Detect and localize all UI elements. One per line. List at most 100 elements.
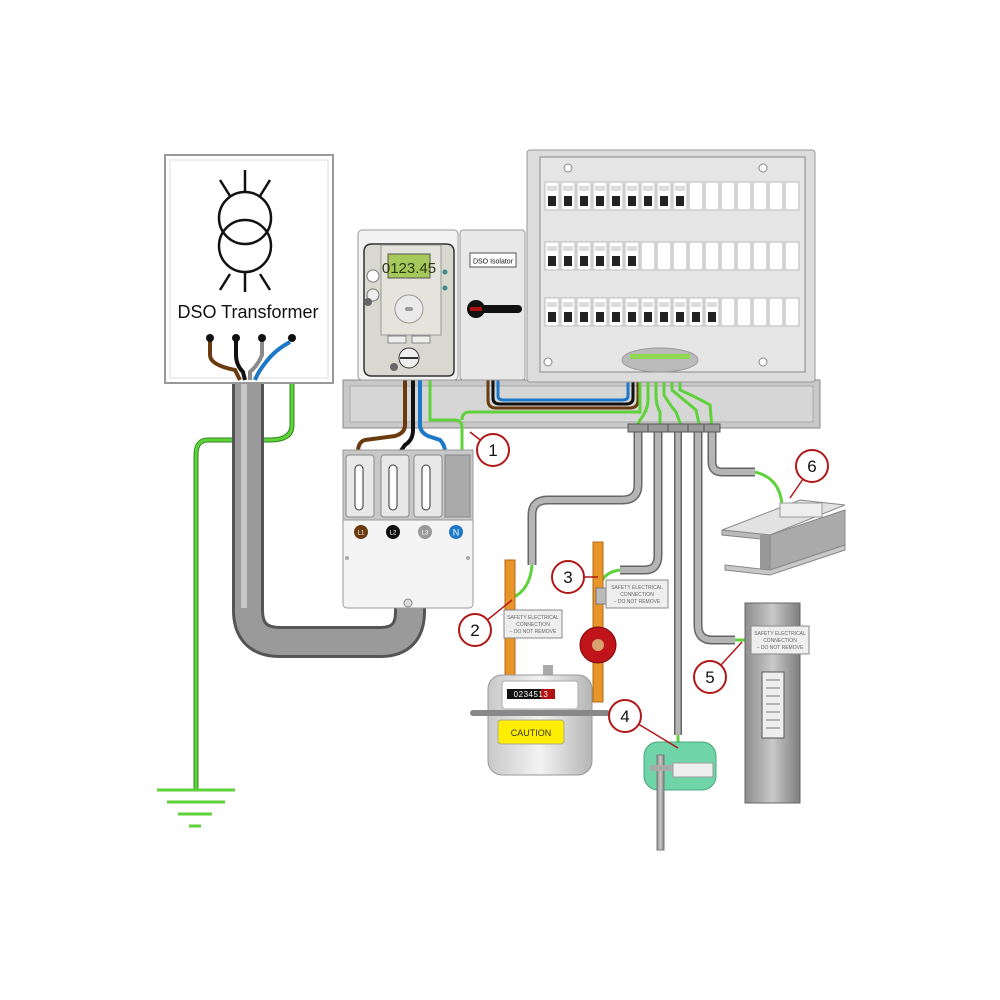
- svg-text:SAFETY ELECTRICAL: SAFETY ELECTRICAL: [754, 631, 806, 637]
- circuit-breaker[interactable]: [560, 181, 576, 211]
- circuit-breaker[interactable]: [640, 181, 656, 211]
- transformer-symbol-icon: [217, 170, 273, 292]
- circuit-breaker[interactable]: [576, 181, 592, 211]
- blank-module: [736, 241, 752, 271]
- electricity-meter: 0123.45: [357, 229, 459, 381]
- blank-module: [784, 297, 800, 327]
- callout-number: 3: [563, 568, 572, 587]
- blank-module: [640, 241, 656, 271]
- terminal-l3: L3: [422, 531, 429, 537]
- callout-4: 4: [608, 699, 679, 749]
- consumer-unit: [526, 149, 816, 383]
- circuit-breaker[interactable]: [560, 297, 576, 327]
- callout-number: 1: [488, 441, 497, 460]
- earth-bar: [621, 347, 699, 373]
- stop-valve-icon: [579, 626, 617, 664]
- svg-text:SAFETY ELECTRICAL: SAFETY ELECTRICAL: [611, 585, 663, 591]
- safety-label-water: SAFETY ELECTRICAL CONNECTION – DO NOT RE…: [605, 579, 669, 609]
- circuit-breaker[interactable]: [672, 297, 688, 327]
- svg-text:CONNECTION: CONNECTION: [763, 638, 797, 644]
- callout-3: 3: [551, 560, 598, 594]
- dso-isolator[interactable]: DSO Isolator: [459, 229, 526, 381]
- callouts: 1 2 3 4 5 6: [458, 431, 829, 749]
- blank-module: [768, 241, 784, 271]
- circuit-breaker[interactable]: [544, 181, 560, 211]
- circuit-breaker[interactable]: [624, 241, 640, 271]
- circuit-breaker[interactable]: [640, 297, 656, 327]
- ground-symbol: [157, 788, 235, 828]
- circuit-breaker[interactable]: [560, 241, 576, 271]
- blank-module: [736, 181, 752, 211]
- circuit-breaker[interactable]: [608, 241, 624, 271]
- callout-number: 6: [807, 457, 816, 476]
- svg-text:CONNECTION: CONNECTION: [516, 622, 550, 628]
- circuit-breaker[interactable]: [544, 241, 560, 271]
- blank-module: [736, 297, 752, 327]
- circuit-breaker[interactable]: [592, 297, 608, 327]
- circuit-breaker[interactable]: [576, 241, 592, 271]
- terminal-l1: L1: [358, 531, 365, 537]
- circuit-breaker[interactable]: [624, 181, 640, 211]
- blank-module: [752, 297, 768, 327]
- circuit-breaker[interactable]: [544, 297, 560, 327]
- trunking: [342, 379, 821, 429]
- conduits: [511, 423, 784, 760]
- svg-text:CONNECTION: CONNECTION: [620, 592, 654, 598]
- blank-module: [752, 181, 768, 211]
- gas-meter-reading: 0234513: [514, 690, 549, 699]
- blank-module: [704, 181, 720, 211]
- service-cutout: L1 L2 L3 N: [342, 449, 474, 609]
- blank-module: [672, 241, 688, 271]
- circuit-breaker[interactable]: [656, 181, 672, 211]
- circuit-breaker[interactable]: [592, 181, 608, 211]
- svg-text:– DO NOT REMOVE: – DO NOT REMOVE: [510, 629, 557, 635]
- svg-text:– DO NOT REMOVE: – DO NOT REMOVE: [757, 645, 804, 651]
- gas-installation: 0234513 CAUTION: [470, 559, 610, 776]
- callout-number: 2: [470, 621, 479, 640]
- meter-tails: [356, 378, 464, 454]
- isolator-label: DSO Isolator: [473, 259, 514, 266]
- safety-label-steel: SAFETY ELECTRICAL CONNECTION – DO NOT RE…: [750, 625, 810, 655]
- circuit-breaker[interactable]: [608, 181, 624, 211]
- terminal-l2: L2: [390, 531, 397, 537]
- circuit-breaker[interactable]: [592, 241, 608, 271]
- circuit-breaker[interactable]: [704, 297, 720, 327]
- isolator-handle[interactable]: [467, 300, 522, 318]
- circuit-breaker[interactable]: [656, 297, 672, 327]
- callout-6: 6: [789, 449, 829, 499]
- blank-module: [688, 181, 704, 211]
- callout-number: 4: [620, 707, 629, 726]
- circuit-breaker[interactable]: [608, 297, 624, 327]
- safety-label-gas: SAFETY ELECTRICAL CONNECTION – DO NOT RE…: [503, 609, 563, 639]
- blank-module: [768, 181, 784, 211]
- svg-text:SAFETY ELECTRICAL: SAFETY ELECTRICAL: [507, 615, 559, 621]
- transformer-label: DSO Transformer: [177, 302, 318, 322]
- blank-module: [752, 241, 768, 271]
- circuit-breaker[interactable]: [672, 181, 688, 211]
- callout-5: 5: [693, 641, 743, 694]
- meter-display: 0123.45: [382, 260, 436, 277]
- callout-2: 2: [458, 599, 513, 647]
- circuit-breaker[interactable]: [576, 297, 592, 327]
- blank-module: [784, 181, 800, 211]
- gas-meter-caution: CAUTION: [511, 728, 552, 738]
- blank-module: [720, 297, 736, 327]
- terminal-n: N: [453, 528, 460, 538]
- blank-module: [720, 241, 736, 271]
- blank-module: [768, 297, 784, 327]
- blank-module: [688, 241, 704, 271]
- blank-module: [704, 241, 720, 271]
- steel-i-beam: [721, 499, 846, 576]
- dso-transformer: DSO Transformer: [164, 154, 334, 384]
- circuit-breaker[interactable]: [624, 297, 640, 327]
- cutout-terminal-labels: L1 L2 L3 N: [354, 525, 463, 539]
- svg-text:– DO NOT REMOVE: – DO NOT REMOVE: [614, 599, 661, 605]
- earth-rod: [643, 741, 717, 851]
- callout-1: 1: [469, 431, 510, 467]
- transformer-conductors: [208, 338, 291, 381]
- callout-number: 5: [705, 668, 714, 687]
- circuit-breaker[interactable]: [688, 297, 704, 327]
- water-installation: [579, 541, 617, 703]
